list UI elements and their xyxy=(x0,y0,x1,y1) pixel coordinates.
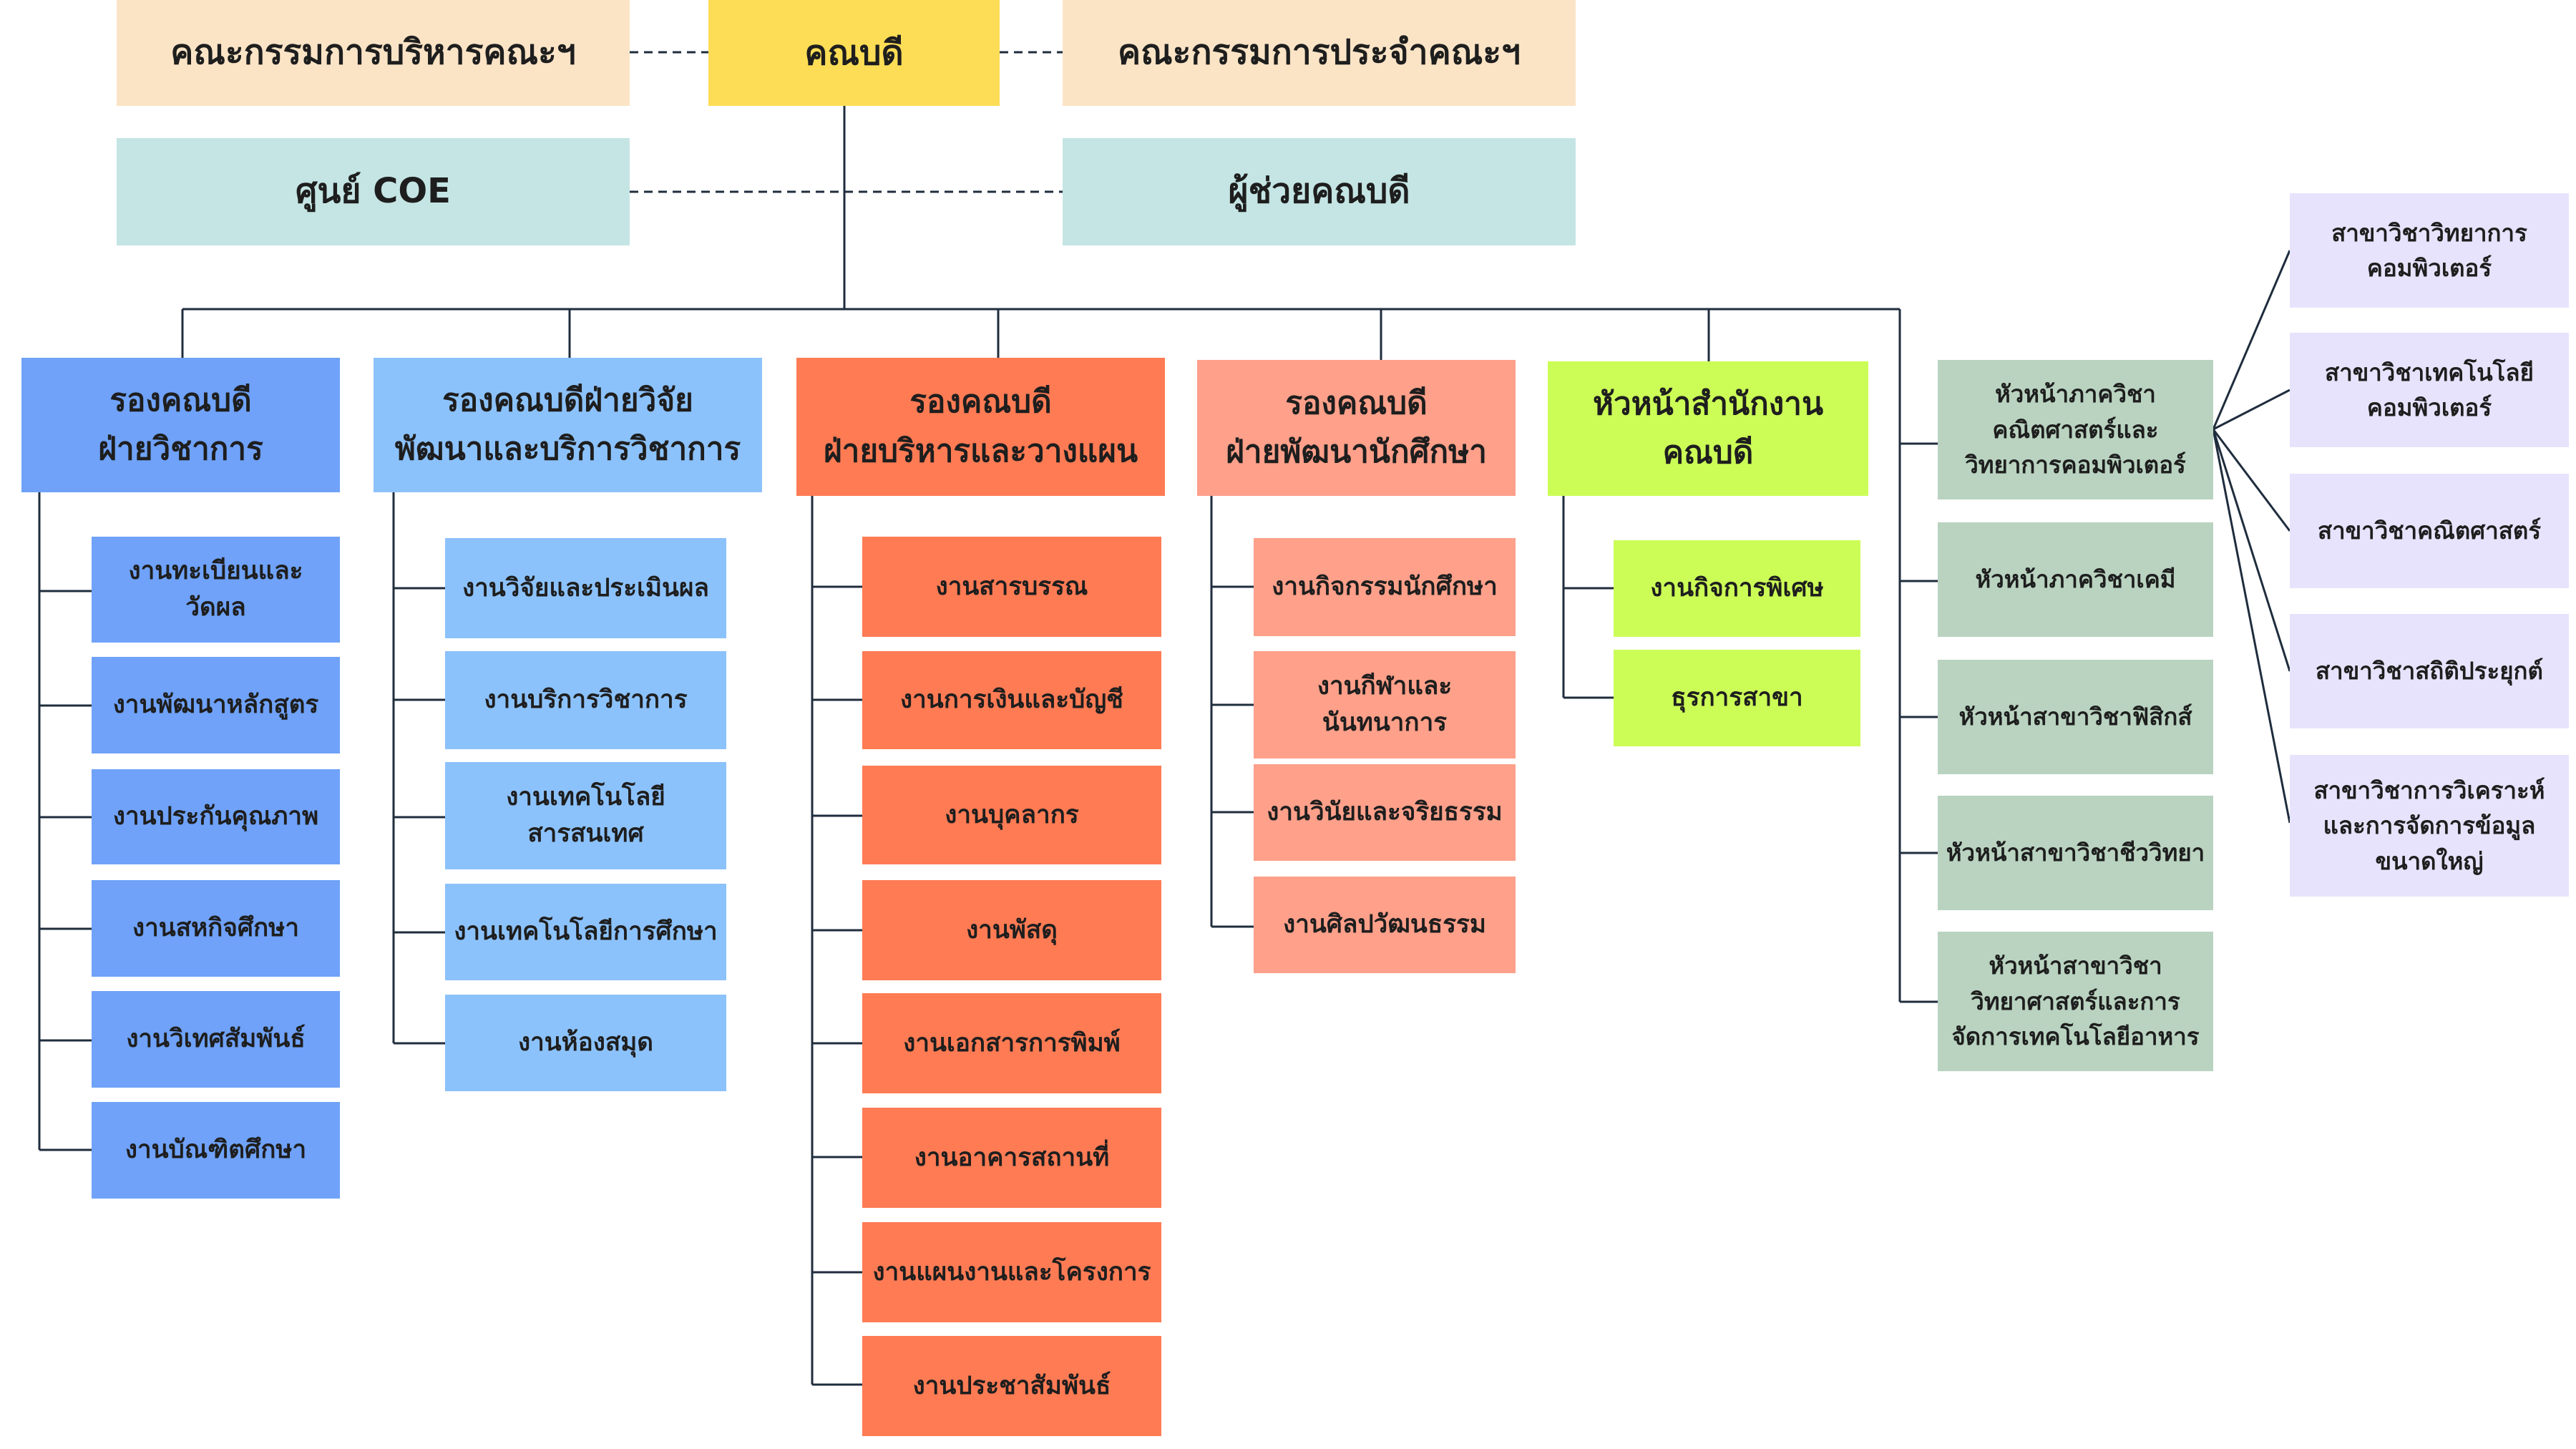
finance-accounting-unit: งานการเงินและบัญชี xyxy=(862,651,1161,749)
registration-evaluation-unit: งานทะเบียนและ วัดผล xyxy=(92,537,340,643)
building-facilities-unit: งานอาคารสถานที่ xyxy=(862,1108,1161,1208)
program-big-data: สาขาวิชาการวิเคราะห์ และการจัดการข้อมูล … xyxy=(2290,755,2569,897)
student-activities-unit: งานกิจกรรมนักศึกษา xyxy=(1254,538,1516,636)
procurement-unit: งานพัสดุ xyxy=(862,880,1161,980)
cooperative-education-unit: งานสหกิจศึกษา xyxy=(92,880,340,977)
library-unit: งานห้องสมุด xyxy=(445,995,726,1091)
curriculum-development-unit: งานพัฒนาหลักสูตร xyxy=(92,657,340,753)
administration-planning-head: รองคณบดี ฝ่ายบริหารและวางแผน xyxy=(796,358,1165,496)
sports-recreation-unit: งานกีฬาและ นันทนาการ xyxy=(1254,651,1516,758)
arts-culture-unit: งานศิลปวัฒนธรรม xyxy=(1254,877,1516,973)
assistant-dean-box: ผู้ช่วยคณบดี xyxy=(1063,138,1576,245)
biology-department-head: หัวหน้าสาขาวิชาชีววิทยา xyxy=(1938,796,2213,910)
special-affairs-unit: งานกิจการพิเศษ xyxy=(1614,540,1860,637)
personnel-unit: งานบุคลากร xyxy=(862,766,1161,864)
information-technology-unit: งานเทคโนโลยี สารสนเทศ xyxy=(445,762,726,869)
educational-technology-unit: งานเทคโนโลยีการศึกษา xyxy=(445,884,726,980)
printing-documents-unit: งานเอกสารการพิมพ์ xyxy=(862,993,1161,1093)
program-mathematics: สาขาวิชาคณิตศาสตร์ xyxy=(2290,474,2569,588)
public-relations-unit: งานประชาสัมพันธ์ xyxy=(862,1336,1161,1436)
executive-committee-box: คณะกรรมการบริหารคณะฯ xyxy=(117,0,630,106)
faculty-committee-box: คณะกรรมการประจำคณะฯ xyxy=(1063,0,1576,106)
math-cs-department-head: หัวหน้าภาควิชา คณิตศาสตร์และ วิทยาการคอม… xyxy=(1938,360,2213,499)
academic-service-unit: งานบริการวิชาการ xyxy=(445,651,726,749)
program-computer-science: สาขาวิชาวิทยาการ คอมพิวเตอร์ xyxy=(2290,193,2569,308)
coe-center-box: ศูนย์ COE xyxy=(117,138,630,245)
research-services-head: รองคณบดีฝ่ายวิจัย พัฒนาและบริการวิชาการ xyxy=(374,358,762,492)
program-administration-unit: ธุรการสาขา xyxy=(1614,650,1860,746)
graduate-studies-unit: งานบัณฑิตศึกษา xyxy=(92,1102,340,1199)
quality-assurance-unit: งานประกันคุณภาพ xyxy=(92,769,340,864)
chemistry-department-head: หัวหน้าภาควิชาเคมี xyxy=(1938,522,2213,637)
dean-office-head: หัวหน้าสำนักงาน คณบดี xyxy=(1548,361,1868,496)
food-science-department-head: หัวหน้าสาขาวิชา วิทยาศาสตร์และการ จัดการ… xyxy=(1938,932,2213,1071)
student-development-head: รองคณบดี ฝ่ายพัฒนานักศึกษา xyxy=(1197,360,1516,496)
correspondence-unit: งานสารบรรณ xyxy=(862,537,1161,637)
physics-department-head: หัวหน้าสาขาวิชาฟิสิกส์ xyxy=(1938,660,2213,774)
program-computer-technology: สาขาวิชาเทคโนโลยี คอมพิวเตอร์ xyxy=(2290,333,2569,447)
international-relations-unit: งานวิเทศสัมพันธ์ xyxy=(92,991,340,1088)
research-evaluation-unit: งานวิจัยและประเมินผล xyxy=(445,538,726,638)
academic-affairs-head: รองคณบดี ฝ่ายวิชาการ xyxy=(21,358,340,492)
dean-box: คณบดี xyxy=(708,0,1000,106)
discipline-ethics-unit: งานวินัยและจริยธรรม xyxy=(1254,764,1516,861)
plans-projects-unit: งานแผนงานและโครงการ xyxy=(862,1222,1161,1322)
program-applied-statistics: สาขาวิชาสถิติประยุกต์ xyxy=(2290,614,2569,728)
